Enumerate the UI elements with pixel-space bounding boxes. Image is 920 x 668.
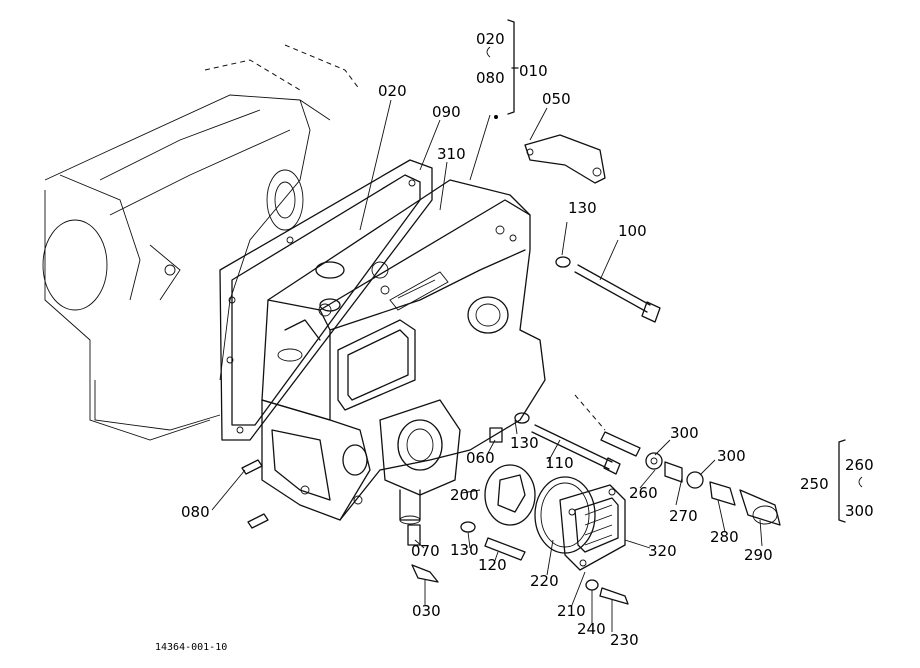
pto-shaft-parts xyxy=(574,394,781,526)
label-260-range: 260 xyxy=(845,456,874,474)
label-220: 220 xyxy=(530,572,559,590)
label-060: 060 xyxy=(466,449,495,467)
label-200: 200 xyxy=(450,486,479,504)
drawing-number: 14364-001-10 xyxy=(155,642,227,653)
small-fasteners xyxy=(241,427,629,605)
label-210: 210 xyxy=(557,602,586,620)
label-260: 260 xyxy=(629,484,658,502)
label-050: 050 xyxy=(542,90,571,108)
label-300-left: 300 xyxy=(670,424,699,442)
label-080-top: 080 xyxy=(476,69,505,87)
label-090: 090 xyxy=(432,103,461,121)
label-320: 320 xyxy=(648,542,677,560)
label-120: 120 xyxy=(478,556,507,574)
label-070: 070 xyxy=(411,542,440,560)
bolt-110 xyxy=(514,412,621,475)
assembly-brackets xyxy=(486,19,863,523)
label-020: 020 xyxy=(378,82,407,100)
label-130-lower: 130 xyxy=(450,541,479,559)
label-240: 240 xyxy=(577,620,606,638)
pump-assembly xyxy=(484,464,626,571)
callout-labels: 020 080 010 020 090 050 310 130 100 300 … xyxy=(181,30,874,649)
leader-lines xyxy=(211,99,763,632)
label-300-right: 300 xyxy=(717,447,746,465)
label-080: 080 xyxy=(181,503,210,521)
label-110: 110 xyxy=(545,454,574,472)
label-130-upper: 130 xyxy=(568,199,597,217)
transmission-housing-outline xyxy=(42,44,361,441)
label-130-middle: 130 xyxy=(510,434,539,452)
label-250: 250 xyxy=(800,475,829,493)
label-010: 010 xyxy=(519,62,548,80)
bracket-050 xyxy=(524,134,606,184)
label-280: 280 xyxy=(710,528,739,546)
label-300-range: 300 xyxy=(845,502,874,520)
label-020-top: 020 xyxy=(476,30,505,48)
hydraulic-cover-housing xyxy=(261,179,546,525)
label-100: 100 xyxy=(618,222,647,240)
label-270: 270 xyxy=(669,507,698,525)
label-230: 230 xyxy=(610,631,639,649)
label-030: 030 xyxy=(412,602,441,620)
label-310: 310 xyxy=(437,145,466,163)
label-290: 290 xyxy=(744,546,773,564)
bolt-100 xyxy=(555,256,661,323)
